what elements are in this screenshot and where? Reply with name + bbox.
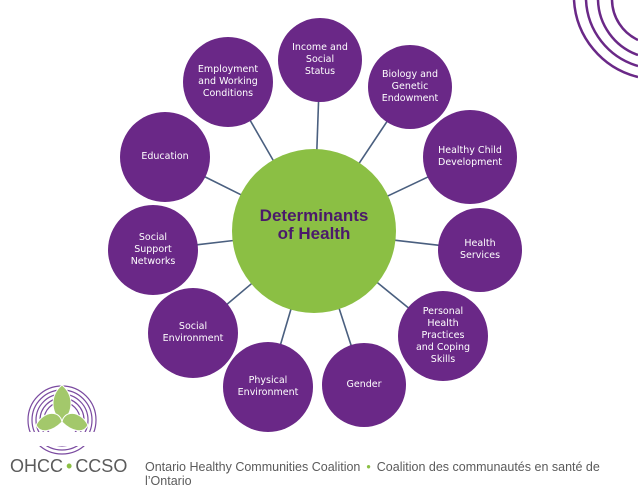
org-name-separator: • bbox=[366, 460, 371, 474]
node-circle bbox=[423, 110, 517, 204]
connector-line bbox=[225, 281, 254, 306]
connector-line bbox=[375, 280, 411, 310]
node-circle bbox=[322, 343, 406, 427]
connector-line bbox=[393, 239, 441, 247]
connector-line bbox=[316, 99, 320, 152]
node-circle bbox=[120, 112, 210, 202]
org-name-en: Ontario Healthy Communities Coalition bbox=[145, 460, 361, 474]
node-label: Income and Social Status bbox=[292, 42, 348, 77]
connector-line bbox=[279, 307, 293, 346]
center-circle bbox=[232, 149, 396, 313]
node-circles bbox=[108, 18, 522, 432]
node-label: Social Environment bbox=[162, 321, 224, 344]
node-circle bbox=[108, 205, 198, 295]
node-label: Gender bbox=[346, 379, 382, 390]
node-label: Health Services bbox=[459, 238, 501, 261]
connector-lines bbox=[195, 99, 441, 348]
node-label: Physical Environment bbox=[237, 375, 299, 398]
node-circle bbox=[438, 208, 522, 292]
node-label: Education bbox=[141, 151, 189, 162]
abbr-separator: • bbox=[66, 456, 73, 476]
connector-line bbox=[195, 239, 235, 246]
node-circle bbox=[368, 45, 452, 129]
node-label: Healthy Child Development bbox=[438, 145, 502, 168]
node-label: Personal Health Practices and Coping Ski… bbox=[415, 306, 471, 365]
node-label: Biology and Genetic Endowment bbox=[381, 69, 439, 104]
connector-line bbox=[248, 118, 275, 163]
connector-line bbox=[337, 306, 353, 348]
abbr-en: OHCC bbox=[10, 456, 63, 476]
org-name: Ontario Healthy Communities Coalition•Co… bbox=[145, 460, 638, 488]
abbr-fr: CCSO bbox=[75, 456, 128, 476]
node-circle bbox=[278, 18, 362, 102]
node-circle bbox=[398, 291, 488, 381]
footer: OHCC•CCSO Ontario Healthy Communities Co… bbox=[0, 440, 638, 488]
connector-line bbox=[203, 175, 243, 197]
node-label: Employment and Working Conditions bbox=[197, 64, 259, 99]
connector-line bbox=[357, 119, 389, 165]
node-label: Social Support Networks bbox=[130, 232, 176, 267]
corner-arcs-decoration bbox=[572, 0, 638, 79]
org-abbreviation: OHCC•CCSO bbox=[10, 456, 127, 477]
node-circle bbox=[223, 342, 313, 432]
node-circle bbox=[183, 37, 273, 127]
node-circle bbox=[148, 288, 238, 378]
leaf-icon bbox=[35, 384, 89, 432]
center-label: Determinants of Health bbox=[259, 206, 369, 243]
ohcc-logo bbox=[20, 384, 110, 455]
connector-line bbox=[385, 175, 430, 198]
